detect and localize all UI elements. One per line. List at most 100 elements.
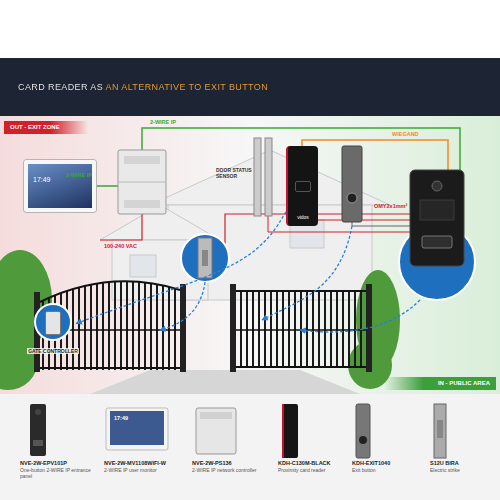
two-wire-line xyxy=(96,185,118,187)
bush-shape xyxy=(0,330,38,390)
wire-label: 2-WIRE IP xyxy=(150,119,176,125)
entrance-panel xyxy=(410,170,464,266)
header-band xyxy=(0,58,500,116)
sensor-bar xyxy=(265,138,272,216)
monitor-image-screen xyxy=(110,411,164,445)
device-circle xyxy=(35,224,475,340)
electric-strike xyxy=(198,238,212,278)
controller-body xyxy=(118,150,166,214)
node-body-text: 2-WIRE IP user monitor xyxy=(104,467,188,473)
gate-post xyxy=(230,284,236,372)
node-body-text: 2-WIRE IP network controller xyxy=(192,467,272,473)
signal-arrow xyxy=(76,212,286,324)
opening-arrow xyxy=(160,226,420,332)
zone-band: OUT - EXIT ZONE xyxy=(4,121,88,134)
controller-ridge xyxy=(118,182,166,183)
dashed-arrow xyxy=(262,226,352,320)
product-card: NVE-2W-EPV101POne-button 2-WIRE IP entra… xyxy=(20,398,96,496)
node-body-text: Proximity card reader xyxy=(278,467,350,473)
pavement xyxy=(90,370,360,394)
node-text: DOOR STATUS SENSOR xyxy=(216,168,252,180)
controller-image-terminal xyxy=(200,412,232,419)
wiegand-line xyxy=(302,140,448,170)
wire-label: OMY2x1mm² xyxy=(374,203,407,209)
strike-image xyxy=(434,404,446,458)
monitor-image xyxy=(106,408,168,450)
controller-image xyxy=(196,408,236,454)
node-text: NVE-2W-PS136 xyxy=(192,460,272,466)
node-text: OUT - EXIT ZONE xyxy=(4,121,88,130)
node-text: vidos xyxy=(297,214,309,220)
card-reader: vidos xyxy=(286,146,318,226)
wire xyxy=(96,128,460,250)
gate-rail xyxy=(40,367,180,369)
wire-label: 2-WIRE IP xyxy=(66,172,92,178)
dashed-arrow xyxy=(300,300,420,332)
controller-terminal xyxy=(124,200,160,208)
node-text: KDH-EXIT1040 xyxy=(352,460,426,466)
scene-background xyxy=(0,116,500,394)
gate-rail xyxy=(236,366,366,368)
product-card: KDH-EXIT1040Exit button xyxy=(352,398,426,496)
node-text: NVE-2W-EPV101P xyxy=(20,460,96,466)
gate-controller: GATE CONTROLLER xyxy=(30,306,76,358)
network-controller xyxy=(118,150,166,214)
controller-box xyxy=(45,311,61,335)
panel-speaker xyxy=(420,200,454,220)
exit-button-push xyxy=(347,193,357,203)
cable-line xyxy=(352,222,410,226)
page-title: CARD READER AS AN ALTERNATIVE TO EXIT BU… xyxy=(18,82,268,92)
sensor-bar xyxy=(254,138,261,216)
panel-body xyxy=(410,170,464,266)
gate-leaf xyxy=(236,290,366,368)
reader-image xyxy=(282,404,298,458)
controller-terminal xyxy=(124,156,160,164)
wire-label: 100-240 VAC xyxy=(104,243,137,249)
panel-image xyxy=(30,404,46,456)
strike-body xyxy=(198,238,212,278)
wire-label: WIEGAND xyxy=(392,131,419,137)
reader-image-accent xyxy=(282,404,284,458)
node-body-text: One-button 2-WIRE IP entrance panel xyxy=(20,467,96,479)
user-monitor: 17:49 xyxy=(24,160,96,212)
cable-line xyxy=(318,219,410,220)
gate-rail xyxy=(40,281,180,302)
exit-button-image-push xyxy=(359,436,367,444)
highlight-circle xyxy=(35,304,71,340)
sensor-label-box: DOOR STATUS SENSOR xyxy=(216,168,252,188)
strike-image-latch xyxy=(437,420,443,438)
node-text: S12U BIRA xyxy=(430,460,496,466)
gate-post xyxy=(180,284,186,372)
highlight-circle xyxy=(181,234,229,282)
product-strip xyxy=(0,394,500,500)
house-window xyxy=(130,255,156,277)
card-symbol xyxy=(295,181,311,192)
product-card: NVE-2W-PS1362-WIRE IP network controller xyxy=(192,398,272,496)
exit-button-body xyxy=(342,146,362,222)
node-text: IN - PUBLIC AREA xyxy=(384,377,496,386)
node-text: KDH-C130M-BLACK xyxy=(278,460,350,466)
panel-camera xyxy=(432,181,442,191)
node-text: NVE-2W-MV1108WIFI-W xyxy=(104,460,188,466)
product-image xyxy=(30,404,446,458)
exit-button xyxy=(342,146,362,222)
power-line xyxy=(100,214,142,240)
panel-image-button xyxy=(33,440,43,446)
exit-button-image xyxy=(356,404,370,458)
node-text: GATE CONTROLLER xyxy=(27,348,79,354)
node-body-text: Electric strike xyxy=(430,467,496,473)
node-body-text: Exit button xyxy=(352,467,426,473)
panel-image-camera xyxy=(35,409,41,415)
product-card: KDH-C130M-BLACKProximity card reader xyxy=(278,398,350,496)
zone-band: IN - PUBLIC AREA xyxy=(384,377,496,390)
screen-time: 17:49 xyxy=(114,415,128,421)
strike-latch xyxy=(202,250,208,266)
door-status-sensor xyxy=(254,138,272,216)
gate xyxy=(34,281,372,372)
product-card: NVE-2W-MV1108WIFI-W2-WIRE IP user monito… xyxy=(104,398,188,496)
panel-button xyxy=(422,236,452,248)
product-card: S12U BIRAElectric strike xyxy=(430,398,496,496)
